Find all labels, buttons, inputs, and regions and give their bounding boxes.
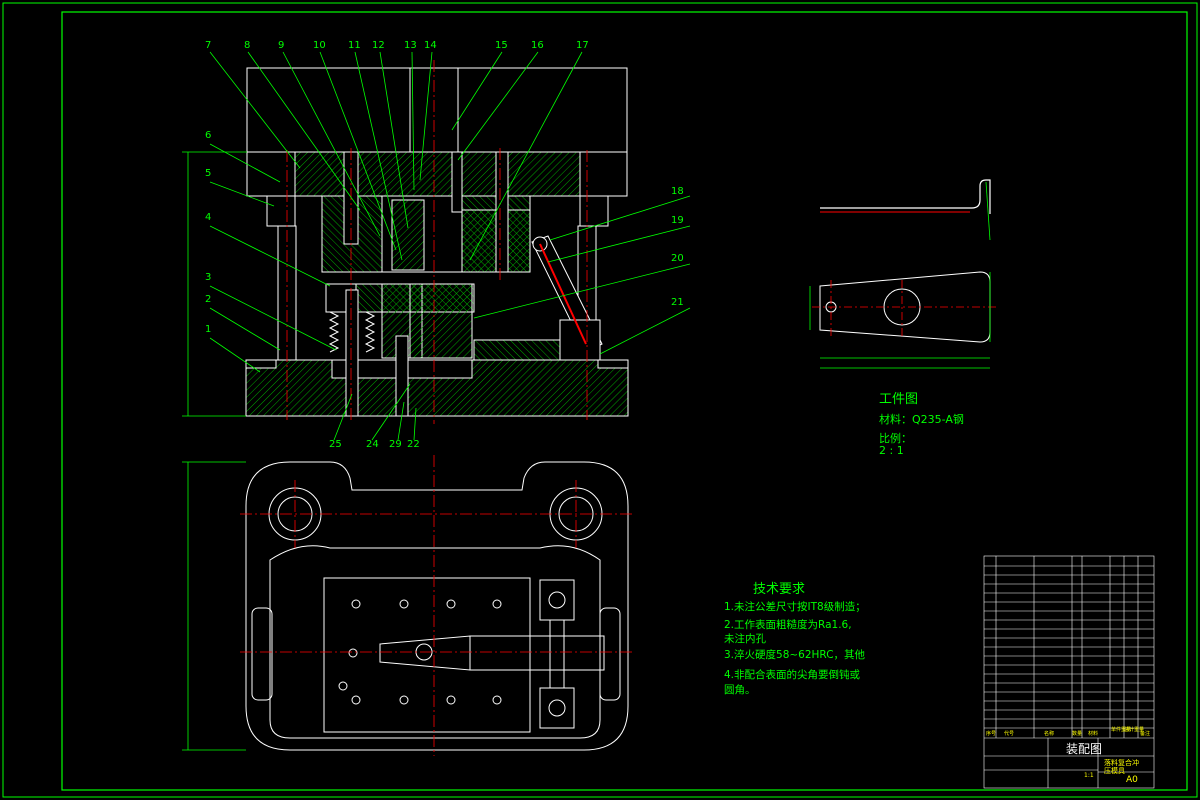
height-dimension: [182, 151, 247, 417]
callout-29: 29: [389, 439, 402, 450]
callout-7: 7: [205, 40, 212, 51]
callout-6: 6: [205, 130, 212, 141]
callout-20: 20: [671, 253, 684, 264]
callout-11: 11: [348, 40, 361, 51]
tech-requirement-4b: 圆角。: [724, 684, 756, 696]
tech-requirements-title: 技术要求: [753, 582, 806, 597]
tb-header-total-weight: 总计重量: [1124, 727, 1145, 733]
inner-frame: [61, 11, 1188, 791]
callout-22: 22: [407, 439, 420, 450]
workpiece-scale-value: 2 : 1: [879, 444, 904, 457]
plan-view: [245, 461, 629, 751]
callout-14: 14: [424, 40, 437, 51]
tech-requirement-2b: 未注内孔: [724, 633, 766, 645]
callout-16: 16: [531, 40, 544, 51]
tb-header-remark: 备注: [1140, 731, 1151, 737]
callout-21: 21: [671, 297, 684, 308]
lever-slot: [539, 243, 587, 345]
callout-4: 4: [205, 212, 212, 223]
tb-drawing-number: A0: [1126, 775, 1138, 785]
callout-2: 2: [205, 294, 212, 305]
workpiece-material: 材料：Q235-A钢: [879, 413, 964, 426]
callout-17: 17: [576, 40, 589, 51]
tb-header-no: 序号: [986, 731, 997, 737]
tech-requirement-2: 2.工作表面粗糙度为Ra1.6,: [724, 619, 852, 631]
tb-header-material: 材料: [1088, 731, 1099, 737]
callout-24: 24: [366, 439, 379, 450]
callout-19: 19: [671, 215, 684, 226]
workpiece-scale-label: 比例：: [879, 432, 912, 445]
callout-10: 10: [313, 40, 326, 51]
tb-header-name: 名称: [1044, 731, 1055, 737]
workpiece-centerlines: [812, 280, 998, 336]
tb-part-name-2: 压模具: [1104, 767, 1125, 775]
callout-3: 3: [205, 272, 212, 283]
callout-5: 5: [205, 168, 212, 179]
title-block-grid: [983, 555, 1155, 789]
workpiece-title: 工件图: [879, 392, 919, 407]
plan-height-dimension: [182, 461, 246, 751]
workpiece-dimensions: [809, 272, 991, 369]
front-section-view: [245, 67, 629, 417]
leader-lines: [209, 51, 691, 441]
tb-header-unit-weight: 单件重量: [1111, 727, 1132, 733]
tb-header-qty: 数量: [1072, 731, 1083, 737]
tech-requirement-3: 3.淬火硬度58~62HRC，其他: [724, 649, 866, 661]
tb-header-code: 代号: [1004, 731, 1015, 737]
tb-scale: 1:1: [1084, 772, 1094, 779]
callout-9: 9: [278, 40, 285, 51]
callout-15: 15: [495, 40, 508, 51]
callout-1: 1: [205, 324, 212, 335]
callout-12: 12: [372, 40, 385, 51]
callout-25: 25: [329, 439, 342, 450]
workpiece-side-view: [820, 179, 991, 241]
callout-18: 18: [671, 186, 684, 197]
tech-requirement-1: 1.未注公差尺寸按IT8级制造；: [724, 601, 866, 613]
tb-drawing-name: 装配图: [1066, 742, 1103, 756]
callout-8: 8: [244, 40, 251, 51]
tb-part-name: 落料复合冲: [1104, 759, 1139, 767]
front-centerlines: [286, 60, 588, 424]
plan-centerlines: [240, 455, 632, 756]
callout-13: 13: [404, 40, 417, 51]
tech-requirement-4: 4.非配合表面的尖角要倒钝或: [724, 669, 861, 681]
